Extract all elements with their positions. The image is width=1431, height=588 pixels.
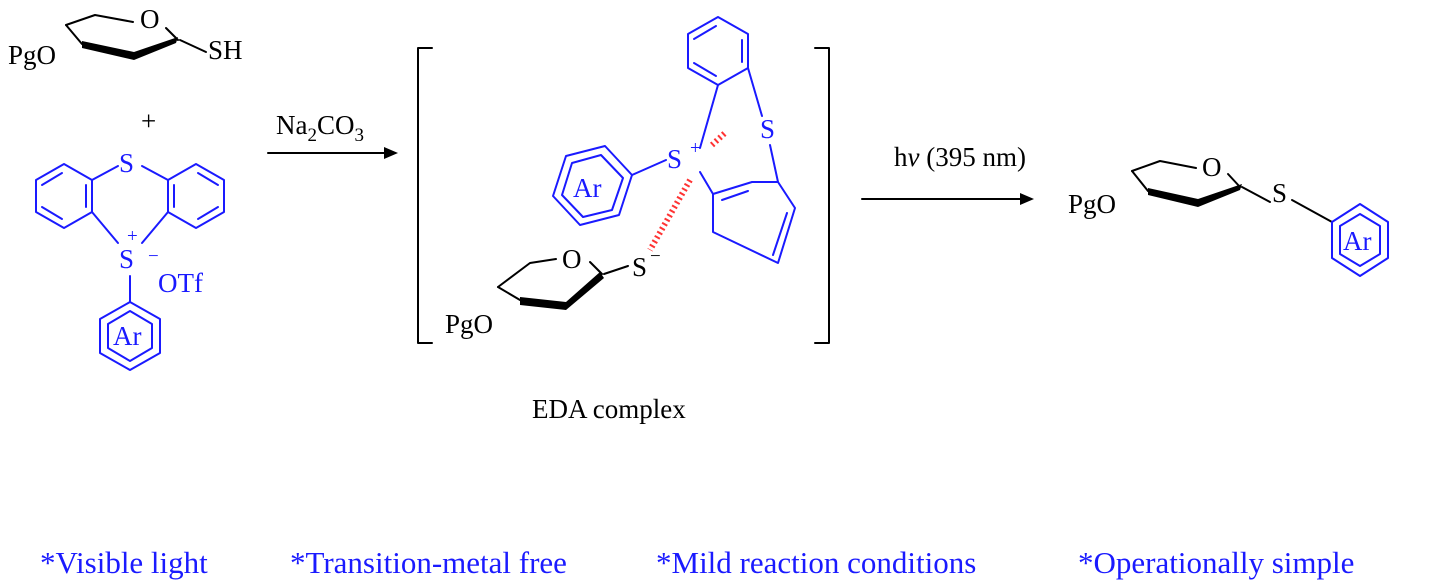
features: *Visible light *Transition-metal free *M… [40,545,1354,580]
eda-pgo: PgO [445,309,493,339]
eda-ring-o: O [562,244,582,274]
prod-pgo: PgO [1068,189,1116,219]
salt-plus-charge: + [127,226,138,247]
eda-top-dbl-3 [693,62,717,77]
arrow-2-head [1020,193,1034,205]
reactant-sugar: O PgO SH [8,4,243,70]
eda-ring-left [497,286,521,301]
eda-ring-oc1 [589,261,603,275]
eda-interaction-dash [647,178,693,252]
eda-aryl-ring [552,145,633,226]
salt-right-ring [167,163,225,229]
arrow-2: hv (395 nm) [861,142,1034,205]
salt-minus-charge: − [148,246,159,267]
salt-left-ring [35,163,93,229]
eda-c1-s-bond [603,265,629,275]
eda-top-ring [687,16,749,86]
sugar-sh: SH [208,35,243,65]
arrow-1-reagent: Na2CO3 [276,110,364,146]
eda-bottom-dbl-2 [772,212,788,256]
sugar-ring-o: O [140,4,160,34]
feature-4: *Operationally simple [1078,545,1354,580]
eda-top-to-splus [699,84,719,149]
arrow-1-head [384,147,398,159]
salt-s-top: S [119,148,134,178]
eda-ring-back [497,258,557,288]
salt-s-bond-1 [91,165,119,181]
salt-aryl-ring [99,301,161,371]
prod-ring-left [1131,170,1149,192]
prod-ring-oc1 [1227,173,1241,188]
eda-complex: S S + Ar S − O PgO EDA complex [417,16,830,424]
salt-s-bond-4 [141,211,169,244]
prod-s-aryl-bond [1291,199,1333,223]
eda-s-aryl-bond [631,159,667,176]
feature-3: *Mild reaction conditions [656,545,976,580]
eda-splus-to-bottom [699,171,714,195]
product: O PgO S Ar [1068,152,1389,277]
feature-2: *Transition-metal free [290,545,567,580]
eda-thiolate-s: S [632,252,647,282]
eda-front-bond-2 [566,272,604,310]
sugar-c1-sh-bond [179,39,207,53]
sugar-ring-left [65,24,83,45]
salt-right-dbl-1 [197,172,219,186]
salt-s-plus: S [119,244,134,274]
sugar-front-bond-2 [134,37,178,60]
feature-1: *Visible light [40,545,208,580]
eda-right-bracket [814,47,830,344]
eda-s-to-bottom [769,144,779,183]
plus-sign: + [141,106,156,136]
eda-bottom-ring [712,181,796,264]
sugar-front-bond-1 [82,41,134,60]
eda-minus-charge: − [650,246,661,267]
eda-s-top: S [760,114,775,144]
salt-s-bond-2 [141,165,169,181]
eda-front-bond-1 [520,297,566,310]
eda-aryl-inner [561,154,624,218]
prod-ring-o: O [1202,152,1222,182]
arrow-1: Na2CO3 [267,110,398,159]
prod-aryl-inner [1339,213,1381,267]
salt-s-bond-3 [91,211,119,244]
eda-s-plus: S [667,144,682,174]
eda-complex-label: EDA complex [532,394,686,424]
salt-left-dbl-1 [41,172,63,186]
sugar-ring-back [65,14,134,26]
eda-plus-charge: + [690,138,701,159]
sugar-pgo: PgO [8,40,56,70]
prod-front-bond-2 [1198,184,1242,207]
eda-top-dbl-1 [693,25,717,40]
eda-ar-label: Ar [573,173,602,203]
salt-otf: OTf [158,268,203,298]
sulfonium-salt: S S + − OTf Ar [35,148,225,371]
salt-aryl-inner [107,310,153,362]
eda-left-bracket [417,47,433,344]
salt-ar-label: Ar [113,321,142,351]
prod-aryl-ring [1331,203,1389,277]
prod-ring-back [1131,160,1197,172]
eda-bottom-dbl-1 [721,190,749,201]
prod-s: S [1272,178,1287,208]
prod-ar-label: Ar [1343,226,1372,256]
arrow-2-conditions: hv (395 nm) [894,142,1026,172]
eda-interaction-upper [709,129,729,148]
prod-c1-s-bond [1241,186,1271,203]
salt-right-dbl-2 [197,206,219,220]
eda-top-to-s [747,67,763,117]
salt-left-dbl-2 [41,206,63,220]
prod-front-bond-1 [1148,188,1198,207]
